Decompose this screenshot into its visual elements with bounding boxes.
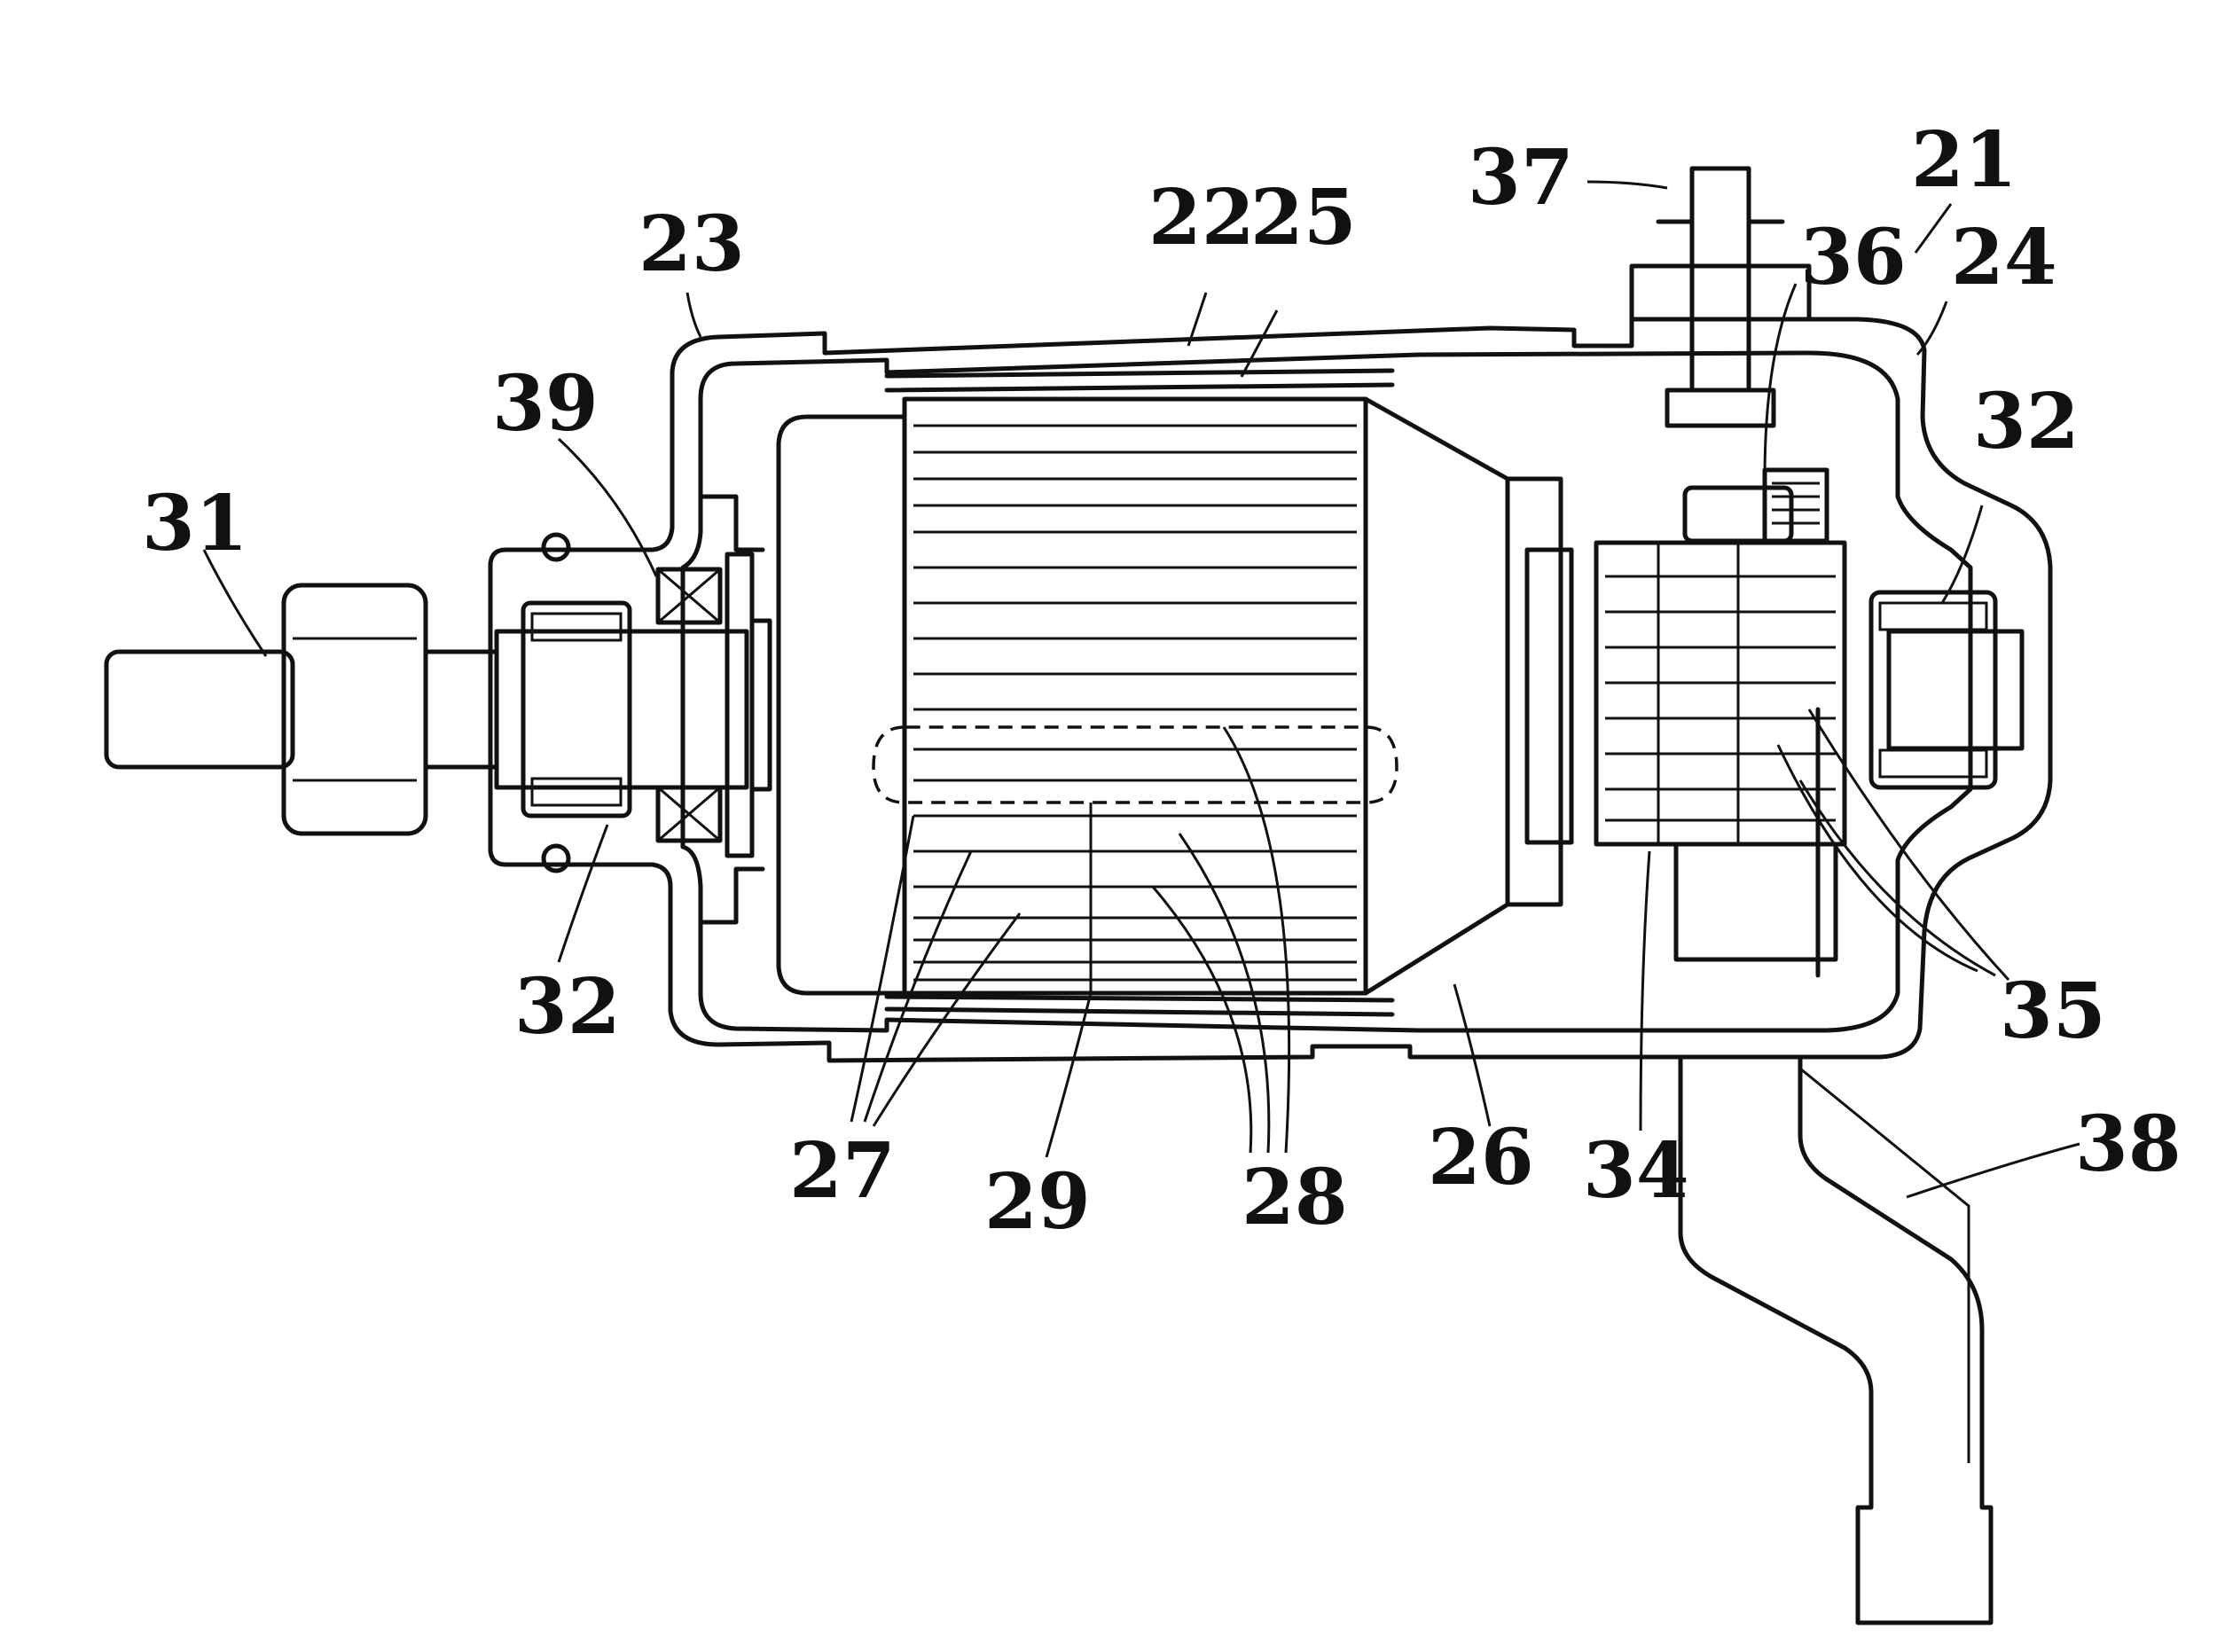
brush-holder — [1685, 470, 1827, 541]
label-21: 21 — [1911, 115, 2017, 205]
mounting-bracket — [1680, 1057, 1991, 1623]
label-34: 34 — [1583, 1126, 1689, 1216]
label-39: 39 — [492, 359, 599, 449]
label-32-front: 32 — [514, 962, 621, 1052]
reference-numerals: 21 22 23 24 25 26 27 28 29 31 32 32 34 3… — [142, 115, 2182, 1247]
front-bearing-assembly — [523, 535, 770, 871]
label-22: 22 — [1148, 173, 1255, 262]
label-29: 29 — [984, 1157, 1091, 1247]
label-38: 38 — [2075, 1100, 2182, 1189]
label-26: 26 — [1428, 1113, 1534, 1202]
label-24: 24 — [1951, 213, 2057, 302]
label-27: 27 — [789, 1126, 896, 1216]
label-36: 36 — [1800, 213, 1907, 302]
label-31: 31 — [142, 479, 248, 568]
output-shaft — [106, 585, 747, 834]
label-35: 35 — [2000, 967, 2106, 1056]
commutator — [1596, 543, 1845, 975]
leader-lines — [204, 182, 2080, 1197]
rear-bearing-assembly — [1871, 592, 2022, 787]
terminal-connector — [1632, 168, 1809, 426]
label-28: 28 — [1242, 1153, 1348, 1242]
label-25: 25 — [1250, 173, 1357, 262]
label-37: 37 — [1468, 133, 1574, 223]
label-32-rear: 32 — [1973, 377, 2080, 466]
label-23: 23 — [638, 200, 745, 289]
